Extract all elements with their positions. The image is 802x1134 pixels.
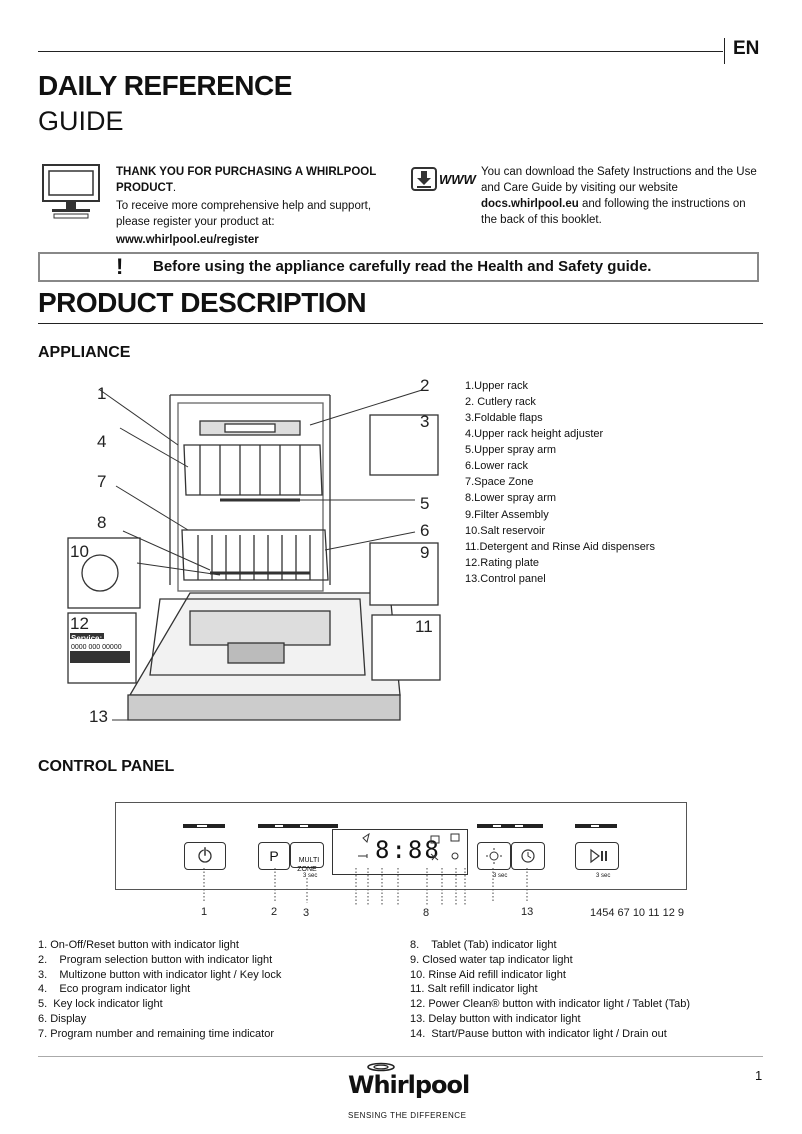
header-rule [38, 51, 723, 52]
download-icon [411, 167, 437, 191]
callout-11: 11 [415, 617, 433, 636]
cp-legend-item: 14. Start/Pause button with indicator li… [410, 1028, 667, 1040]
callout-3: 3 [420, 412, 430, 431]
cp-callout-3: 3 [303, 907, 310, 919]
cp-legend-item: 3. Multizone button with indicator light… [38, 969, 282, 981]
start-pause-button[interactable] [575, 842, 619, 870]
help-text: To receive more comprehensive help and s… [116, 200, 372, 228]
power-icon [198, 846, 212, 863]
cp-legend-item: 4. Eco program indicator light [38, 983, 191, 995]
tab-hold-label: 3 sec [493, 873, 508, 879]
download-text: You can download the Safety Instructions… [481, 164, 763, 228]
callout-8: 8 [97, 513, 107, 532]
cp-legend-item: 10. Rinse Aid refill indicator light [410, 969, 566, 981]
language-code: EN [733, 38, 760, 59]
cp-legend-item: 1. On-Off/Reset button with indicator li… [38, 939, 239, 951]
key-lock-hold-label: 3 sec [303, 873, 318, 879]
legend-item: 9.Filter Assembly [465, 509, 549, 521]
cp-legend-item: 13. Delay button with indicator light [410, 1013, 581, 1025]
program-selection-button[interactable]: P [258, 842, 290, 870]
legend-item: 10.Salt reservoir [465, 525, 546, 537]
callout-13: 13 [89, 707, 108, 726]
section-title: PRODUCT DESCRIPTION [38, 287, 367, 318]
legend-item: 13.Control panel [465, 573, 546, 585]
legend-item: 5.Upper spray arm [465, 444, 557, 456]
play-pause-icon [590, 848, 607, 864]
cp-callout-2: 2 [271, 906, 278, 918]
delay-button[interactable] [511, 842, 545, 870]
thanks-heading: THANK YOU FOR PURCHASING A WHIRLPOOL PRO… [116, 166, 377, 194]
legend-item: 3.Foldable flaps [465, 412, 543, 424]
legend-item: 4.Upper rack height adjuster [465, 428, 604, 440]
legend-item: 12.Rating plate [465, 557, 539, 569]
callout-10: 10 [70, 542, 89, 561]
cp-legend-item: 5. Key lock indicator light [38, 998, 163, 1010]
legend-item: 11.Detergent and Rinse Aid dispensers [465, 541, 655, 553]
control-panel-diagram [115, 802, 687, 890]
cp-legend-item: 9. Closed water tap indicator light [410, 954, 573, 966]
page-number: 1 [755, 1068, 763, 1083]
legend-item: 6.Lower rack [465, 460, 528, 472]
cp-legend-item: 6. Display [38, 1013, 87, 1025]
display-panel: 8:88 [332, 829, 468, 875]
multizone-label: MULTI ZONE [297, 857, 320, 873]
power-clean-button[interactable] [477, 842, 511, 870]
cp-callout-13: 13 [521, 906, 534, 918]
display-icons [358, 832, 460, 861]
www-label: WWW [439, 172, 476, 187]
warning-icon: ! [116, 254, 124, 279]
rating-plate-number: 0000 000 00000 [71, 644, 122, 651]
cp-legend-item: 7. Program number and remaining time ind… [38, 1028, 275, 1040]
callout-12: 12 [70, 614, 89, 633]
callout-7: 7 [97, 472, 107, 491]
rating-plate-label: Service: [71, 634, 103, 643]
download-sentence: You can download the Safety Instructions… [481, 166, 757, 194]
register-link[interactable]: www.whirlpool.eu/register [116, 234, 259, 246]
cp-callout-1: 1 [201, 906, 208, 918]
brand-logo: Whirlpool [348, 1071, 470, 1099]
callout-4: 4 [97, 432, 107, 451]
thanks-period: . [172, 182, 177, 194]
callout-6: 6 [420, 521, 430, 540]
safety-notice: ! Before using the appliance carefully r… [38, 252, 759, 282]
callout-1: 1 [97, 384, 107, 403]
display-digits: 8:88 [375, 836, 441, 864]
callout-9: 9 [420, 543, 430, 562]
program-label: P [269, 848, 279, 864]
cp-legend-item: 8. Tablet (Tab) indicator light [410, 939, 557, 951]
footer-rule [38, 1056, 763, 1057]
legend-item: 8.Lower spray arm [465, 492, 557, 504]
on-off-button[interactable] [184, 842, 226, 870]
control-panel-heading: CONTROL PANEL [38, 758, 175, 775]
brand-tagline: SENSING THE DIFFERENCE [348, 1111, 467, 1120]
multizone-button[interactable]: MULTI ZONE [290, 842, 324, 873]
legend-item: 1.Upper rack [465, 380, 528, 392]
whirlpool-swirl-icon [367, 1062, 395, 1072]
cp-callout-8: 8 [423, 907, 430, 919]
header-divider [724, 38, 725, 64]
legend-item: 7.Space Zone [465, 476, 534, 488]
section-rule [38, 323, 763, 324]
computer-icon [42, 164, 100, 219]
callout-5: 5 [420, 494, 430, 513]
page-title: DAILY REFERENCE [38, 70, 292, 101]
legend-item: 2. Cutlery rack [465, 396, 536, 408]
dishwasher-illustration [67, 389, 441, 721]
docs-link[interactable]: docs.whirlpool.eu [481, 198, 579, 210]
power-clean-icon [486, 848, 502, 864]
appliance-heading: APPLIANCE [38, 344, 131, 361]
intro-text: THANK YOU FOR PURCHASING A WHIRLPOOL PRO… [116, 164, 396, 248]
cp-callout-group: 1454 67 10 11 12 9 [590, 907, 684, 919]
drain-hold-label: 3 sec [596, 873, 611, 879]
callout-2: 2 [420, 376, 430, 395]
safety-notice-text: Before using the appliance carefully rea… [153, 258, 652, 275]
indicator-lights [183, 824, 617, 828]
download-sentence-end: and following the instructions on the ba… [481, 198, 746, 226]
cp-legend-item: 11. Salt refill indicator light [410, 983, 538, 995]
cp-legend-item: 12. Power Clean® button with indicator l… [410, 998, 690, 1010]
cp-legend-item: 2. Program selection button with indicat… [38, 954, 273, 966]
clock-icon [521, 849, 535, 863]
page-subtitle: GUIDE [38, 106, 124, 136]
